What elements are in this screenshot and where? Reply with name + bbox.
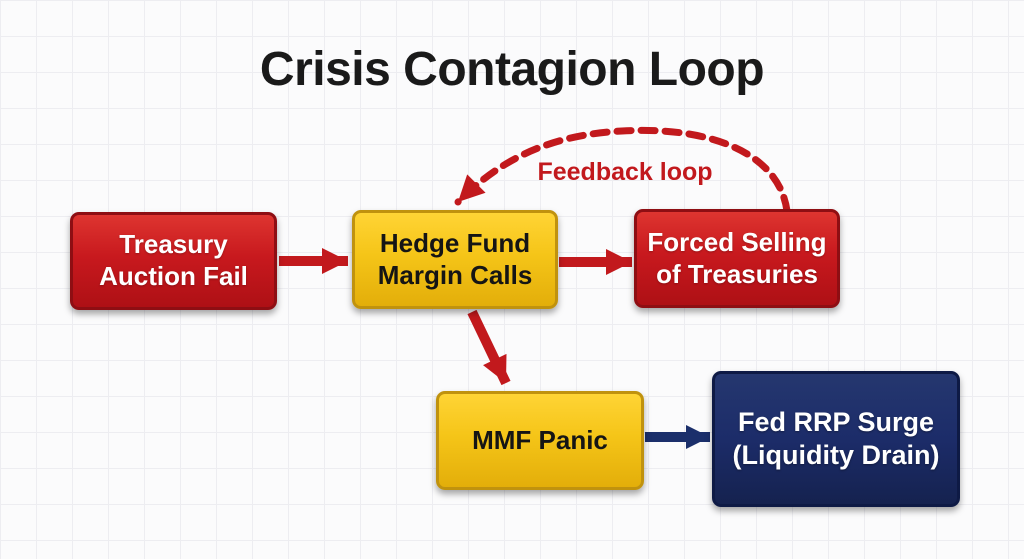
node-forced-selling-of-treasuries: Forced Selling of Treasuries: [634, 209, 840, 308]
arrow-hedge-to-mmf: [467, 309, 511, 386]
node-mmf-panic: MMF Panic: [436, 391, 644, 490]
node-treasury-auction-fail: Treasury Auction Fail: [70, 212, 277, 310]
node-label: Hedge Fund Margin Calls: [377, 227, 533, 290]
feedback-loop-label: Feedback loop: [537, 158, 713, 186]
node-fed-rrp-surge: Fed RRP Surge (Liquidity Drain): [712, 371, 960, 507]
node-label: Treasury Auction Fail: [99, 229, 248, 291]
node-hedge-fund-margin-calls: Hedge Fund Margin Calls: [352, 210, 558, 309]
diagram-title: Crisis Contagion Loop: [259, 43, 765, 96]
node-label: Forced Selling of Treasuries: [647, 226, 827, 289]
node-label: Fed RRP Surge (Liquidity Drain): [732, 407, 940, 470]
node-label: MMF Panic: [472, 424, 608, 455]
